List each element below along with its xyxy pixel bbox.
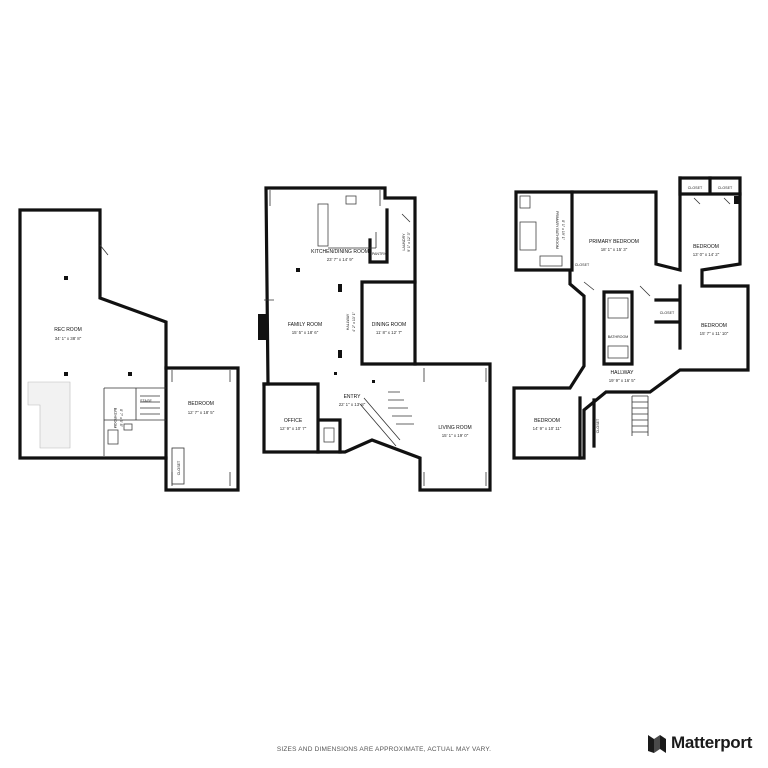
primary-bath-toilet [519,195,531,209]
office-dims: 12' 9" x 10' 7" [280,426,307,431]
family-room-label: FAMILY ROOM [288,322,322,328]
rec-room-column [64,276,68,280]
dining-room-label: DINING ROOM [372,322,406,328]
entry-dims: 22' 1" x 13' 8" [339,402,366,407]
rec-room-column [64,372,68,376]
lower-level-outer-wall [18,208,240,492]
matterport-logo-icon [648,735,666,753]
bedroom-window-marks [171,370,231,486]
closet-label-east: CLOSET [660,311,675,315]
main-column [334,372,337,375]
main-door-swings [264,213,411,301]
family-room-fireplace [258,314,266,340]
lower-closet [171,447,185,485]
laundry-walls [368,208,389,264]
lower-closet-label: CLOSET [177,460,181,475]
matterport-brand: Matterport [646,730,752,756]
primary-bathroom-label: PRIMARY BATHROOM [555,211,559,249]
closet-label-north-2: CLOSET [718,186,733,190]
primary-bedroom-label: PRIMARY BEDROOM [589,239,639,245]
main-column [296,268,300,272]
bedroom-east-dims: 15' 7" x 11' 10" [700,331,729,336]
rec-room-l-shaped-counter [27,381,71,449]
rec-room-column [128,372,132,376]
office-walls [262,382,342,454]
main-powder-toilet [323,427,335,443]
hall-bath-walls [602,290,634,366]
laundry-label: LAUNDRY [402,233,406,251]
bathroom-walls [103,387,166,456]
kitchen-range [345,195,357,205]
rec-room-label: REC ROOM [54,327,82,333]
hallway-label: HALLWAY [346,313,350,330]
dining-room-walls [360,280,417,366]
lower-bedroom-dims: 12' 7" x 18' 5" [188,410,215,415]
closet-label-sw: CLOSET [596,418,600,433]
family-room-dims: 15' 5" x 18' 6" [292,330,319,335]
lower-bedroom-closet-walls [578,396,596,460]
closet-label-north-1: CLOSET [688,186,703,190]
primary-bathroom-dims: 8' 1" x 19' 1" [561,220,565,240]
lower-stairs [140,395,160,415]
hallway-dims: 4' 2" x 13' 1" [352,311,356,331]
lower-level-plan: REC ROOM 34' 1" x 38' 8" BEDROOM 12' 7" … [18,208,240,492]
kitchen-island [317,203,329,247]
primary-bath-tub [519,221,537,251]
bedroom-ne-dims: 13' 0" x 14' 2" [693,252,720,257]
disclaimer-text: SIZES AND DIMENSIONS ARE APPROXIMATE, AC… [276,746,492,753]
bedroom-sw-label: BEDROOM [534,418,560,424]
upper-hallway-dims: 19' 9" x 16' 5" [609,378,636,383]
entry-label: ENTRY [344,394,362,400]
main-window-marks [269,190,487,486]
lower-bathroom-dims: 8' 7" x 5' 8" [119,409,123,427]
living-room-label: LIVING ROOM [438,425,471,431]
kitchen-label: KITCHEN/DINING ROOM [311,249,369,255]
stage-label: STAGE [140,399,153,403]
bedroom-sw-dims: 14' 9" x 10' 11" [533,426,562,431]
lower-bath-toilet [107,429,119,445]
dining-room-dims: 11' 8" x 12' 7" [376,330,403,335]
hall-bathroom-label: BATHROOM [608,335,629,339]
main-column [338,284,342,292]
pantry-label: PANTRY [372,252,387,256]
lower-bath-sink [123,423,133,431]
lower-door-swing [99,244,109,256]
hall-bath-vanity [607,345,629,359]
lower-bathroom-label: BATHROOM [113,408,117,429]
bedroom-ne-label: BEDROOM [693,244,719,250]
laundry-dims: 9' 1" x 12' 3" [407,231,411,251]
office-label: OFFICE [284,418,303,424]
living-room-dims: 15' 1" x 19' 0" [442,433,469,438]
kitchen-counter [328,232,377,249]
kitchen-dims: 23' 7" x 14' 9" [327,257,354,262]
main-stairs [359,391,414,447]
brand-name: Matterport [671,733,753,752]
upper-level-plan: PRIMARY BATHROOM 8' 1" x 19' 1" PRIMARY … [512,176,750,460]
upper-door-swings [583,197,731,297]
upper-column [734,196,740,204]
main-column [338,350,342,358]
hall-bath-tub [607,297,629,319]
main-column [372,380,375,383]
main-level-plan: KITCHEN/DINING ROOM 23' 7" x 14' 9" LAUN… [258,186,492,492]
main-level-outer-wall [262,186,492,492]
upper-closets [678,176,742,196]
upper-stairs [631,395,649,436]
primary-bath-vanity [539,255,563,267]
closet-label-primary: CLOSET [575,263,590,267]
bedroom-east-label: BEDROOM [701,323,727,329]
rec-room-dims: 34' 1" x 38' 8" [55,336,82,341]
upper-hallway-label: HALLWAY [611,370,635,376]
lower-bedroom-label: BEDROOM [188,401,214,407]
primary-bedroom-dims: 18' 1" x 15' 3" [601,247,628,252]
bedroom-east-walls [654,284,682,350]
